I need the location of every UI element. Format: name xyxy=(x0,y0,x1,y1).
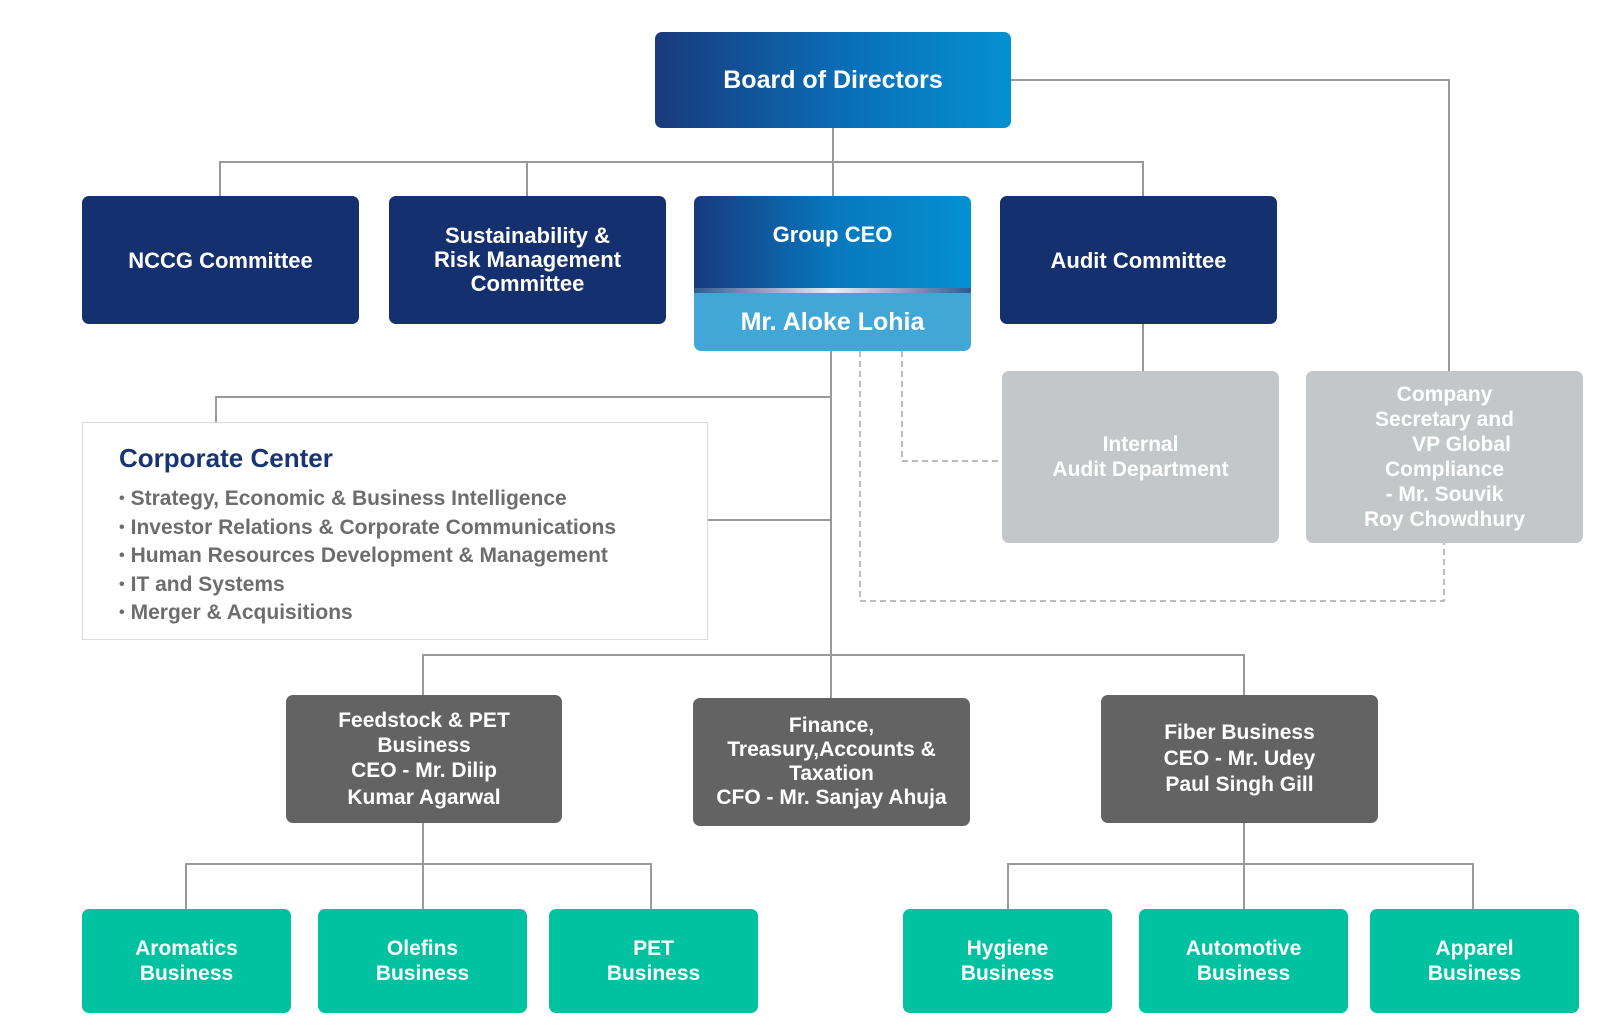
list-item: • Merger & Acquisitions xyxy=(119,599,616,628)
bullet-icon: • xyxy=(119,575,125,593)
internal-audit-line-1: Internal xyxy=(1102,433,1179,456)
internal-audit-box: Internal Audit Department xyxy=(1002,371,1279,543)
bullet-icon: • xyxy=(119,518,125,536)
hygiene-line-2: Business xyxy=(960,962,1055,985)
fiber-line-1: Fiber Business xyxy=(1164,721,1315,744)
finance-box: Finance, Treasury,Accounts & Taxation CF… xyxy=(693,698,970,826)
secretary-line-5: - Mr. Souvik xyxy=(1385,483,1504,506)
finance-line-3: Taxation xyxy=(789,762,874,785)
list-item: • Human Resources Development & Managemen… xyxy=(119,542,616,571)
board-of-directors-box: Board of Directors xyxy=(655,32,1011,128)
connector-corporate-center xyxy=(215,396,831,422)
automotive-line-1: Automotive xyxy=(1185,937,1302,960)
bullet-icon: • xyxy=(119,604,125,621)
ceo-name: Mr. Aloke Lohia xyxy=(740,307,925,336)
hygiene-business-box: Hygiene Business xyxy=(903,909,1112,1013)
fiber-business-box: Fiber Business CEO - Mr. Udey Paul Singh… xyxy=(1101,695,1378,823)
apparel-line-1: Apparel xyxy=(1435,937,1514,960)
feedstock-pet-box: Feedstock & PET Business CEO - Mr. Dilip… xyxy=(286,695,562,823)
fiber-line-2: CEO - Mr. Udey xyxy=(1163,747,1316,770)
aromatics-business-box: Aromatics Business xyxy=(82,909,291,1013)
olefins-line-1: Olefins xyxy=(386,937,459,960)
connector-committee-bar xyxy=(219,161,1144,196)
aromatics-line-2: Business xyxy=(139,962,234,985)
company-secretary-box: Company Secretary and VP Global Complian… xyxy=(1306,371,1583,543)
corporate-center-panel: Corporate Center • Strategy, Economic & B… xyxy=(82,422,708,640)
secretary-line-6: Roy Chowdhury xyxy=(1364,508,1525,531)
pet-business-box: PET Business xyxy=(549,909,758,1013)
board-label: Board of Directors xyxy=(723,65,943,94)
automotive-line-2: Business xyxy=(1196,962,1291,985)
pet-line-1: PET xyxy=(633,937,674,960)
dashed-ceo-secretary xyxy=(859,351,1445,602)
group-ceo-title: Group CEO xyxy=(772,222,893,247)
audit-committee-label: Audit Committee xyxy=(1050,247,1227,273)
sustainability-line-3: Committee xyxy=(470,271,585,296)
bullet-icon: • xyxy=(119,490,125,507)
olefins-line-2: Business xyxy=(375,962,470,985)
finance-line-1: Finance, xyxy=(788,714,875,737)
feedstock-line-3: CEO - Mr. Dilip xyxy=(351,759,497,782)
list-item: • IT and Systems xyxy=(119,571,616,600)
sustainability-line-2: Risk Management xyxy=(433,247,622,272)
connector-fiber-bar xyxy=(1007,863,1474,909)
bullet-icon: • xyxy=(119,547,125,564)
group-ceo-box: Group CEO xyxy=(694,196,971,288)
audit-committee-box: Audit Committee xyxy=(1000,196,1277,324)
nccg-committee-label: NCCG Committee xyxy=(128,247,313,273)
corporate-center-title: Corporate Center xyxy=(119,443,333,473)
feedstock-line-1: Feedstock & PET xyxy=(338,709,510,732)
secretary-line-1: Company xyxy=(1396,383,1493,406)
automotive-business-box: Automotive Business xyxy=(1139,909,1348,1013)
corporate-center-list: • Strategy, Economic & Business Intellige… xyxy=(119,485,616,628)
list-item-text: IT and Systems xyxy=(130,572,285,596)
connector-feedstock-bar xyxy=(185,863,652,909)
ceo-name-box: Mr. Aloke Lohia xyxy=(694,293,971,351)
finance-line-4: CFO - Mr. Sanjay Ahuja xyxy=(716,786,947,809)
sustainability-committee-box: Sustainability & Risk Management Committ… xyxy=(389,196,666,324)
secretary-line-3: VP Global xyxy=(1412,433,1511,456)
fiber-line-3: Paul Singh Gill xyxy=(1165,773,1314,796)
secretary-line-2: Secretary and xyxy=(1375,408,1514,431)
olefins-business-box: Olefins Business xyxy=(318,909,527,1013)
internal-audit-line-2: Audit Department xyxy=(1052,458,1229,481)
list-item: • Investor Relations & Corporate Communic… xyxy=(119,514,616,543)
feedstock-line-2: Business xyxy=(377,734,471,757)
finance-line-2: Treasury,Accounts & xyxy=(727,738,936,761)
apparel-business-box: Apparel Business xyxy=(1370,909,1579,1013)
connector-divisions-bar xyxy=(422,654,1245,695)
ceo-divider xyxy=(694,288,971,293)
secretary-line-4: Compliance xyxy=(1384,458,1505,481)
apparel-line-2: Business xyxy=(1427,962,1522,985)
connector-board-secretary xyxy=(1011,79,1450,371)
feedstock-line-4: Kumar Agarwal xyxy=(347,786,501,809)
list-item-text: Merger & Acquisitions xyxy=(130,601,353,624)
list-item: • Strategy, Economic & Business Intellige… xyxy=(119,485,616,514)
list-item-text: Investor Relations & Corporate Communica… xyxy=(130,515,617,539)
dashed-ceo-internal-audit xyxy=(901,351,1000,462)
aromatics-line-1: Aromatics xyxy=(135,937,238,960)
hygiene-line-1: Hygiene xyxy=(966,937,1049,960)
list-item-text: Strategy, Economic & Business Intelligen… xyxy=(130,487,567,510)
nccg-committee-box: NCCG Committee xyxy=(82,196,359,324)
sustainability-line-1: Sustainability & xyxy=(444,223,611,248)
list-item-text: Human Resources Development & Management xyxy=(130,544,608,567)
pet-line-2: Business xyxy=(606,962,701,985)
